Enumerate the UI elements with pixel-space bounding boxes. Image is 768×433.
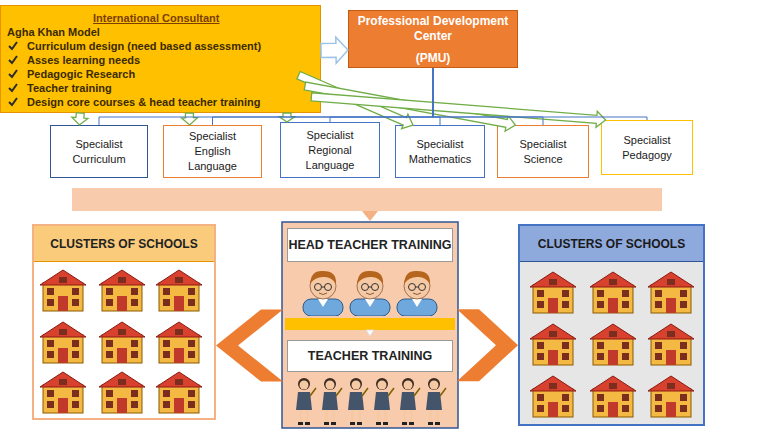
- teacher-figure: [374, 378, 394, 425]
- box-label: TEACHER TRAINING: [308, 349, 432, 364]
- cluster-box: CLUSTERS OF SCHOOLS: [32, 224, 216, 420]
- center-label: (PMU): [353, 51, 513, 66]
- specialist-box: Specialist Science: [497, 125, 589, 178]
- teachers: [296, 378, 446, 425]
- teacher-figure: [426, 378, 446, 425]
- cluster-box: CLUSTERS OF SCHOOLS: [518, 224, 705, 426]
- box-label: Specialist Mathematics: [402, 137, 478, 167]
- center-label: Professional Development Center: [353, 14, 513, 44]
- yellow-bar: [285, 318, 455, 330]
- box-label: Specialist Regional Language: [287, 128, 373, 173]
- block-arrow: [72, 113, 88, 125]
- cluster-heading: CLUSTERS OF SCHOOLS: [34, 226, 214, 262]
- box-label: Specialist Curriculum: [57, 137, 141, 167]
- cluster-heading: CLUSTERS OF SCHOOLS: [520, 226, 703, 262]
- band-arrow: [362, 211, 378, 221]
- training-box: TEACHER TRAINING: [287, 340, 453, 372]
- specialist-box: Specialist Pedagogy: [601, 120, 693, 175]
- block-arrow: [182, 113, 198, 125]
- box-label: Specialist Pedagogy: [608, 133, 686, 163]
- checklist-item: Pedagogic Research: [7, 67, 316, 81]
- tree-line: [433, 68, 543, 125]
- block-arrow: [279, 113, 295, 122]
- head-teacher-figure: [303, 271, 343, 316]
- head-teachers: [303, 271, 437, 316]
- heading-text: International Consultant: [93, 11, 316, 25]
- training-panel: [282, 222, 458, 428]
- box-label: HEAD TEACHER TRAINING: [288, 238, 451, 253]
- pmu-box: Professional Development Center (PMU): [348, 10, 518, 68]
- tree-line: [330, 68, 433, 122]
- checklist-item: Asses learning needs: [7, 53, 316, 67]
- chevron-arrow: [457, 309, 518, 381]
- specialist-box: Specialist Mathematics: [395, 125, 485, 178]
- training-box: HEAD TEACHER TRAINING: [287, 228, 453, 262]
- head-teacher-figure: [350, 271, 390, 316]
- bar-marker: [366, 330, 374, 336]
- teacher-figure: [348, 378, 368, 425]
- specialist-box: Specialist Curriculum: [50, 125, 148, 178]
- model-text: Agha Khan Model: [7, 25, 316, 39]
- specialist-box: Specialist English Language: [163, 125, 262, 178]
- checklist-item: Teacher training: [7, 81, 316, 95]
- box-label: Specialist English Language: [170, 129, 255, 174]
- chevron-arrow: [216, 310, 283, 382]
- checklist-item: Design core courses & head teacher train…: [7, 95, 316, 109]
- teacher-figure: [400, 378, 420, 425]
- block-arrow: [321, 37, 348, 63]
- tree-line: [433, 68, 440, 125]
- teacher-figure: [322, 378, 342, 425]
- box-label: Specialist Science: [504, 137, 582, 167]
- specialist-box: Specialist Regional Language: [280, 122, 380, 178]
- teacher-figure: [296, 378, 316, 425]
- consultant-box: International ConsultantAgha Khan ModelC…: [0, 5, 321, 113]
- head-teacher-figure: [397, 271, 437, 316]
- checklist-item: Curriculum design (need based assessment…: [7, 39, 316, 53]
- salmon-band: [72, 188, 662, 211]
- tree-line: [433, 68, 647, 120]
